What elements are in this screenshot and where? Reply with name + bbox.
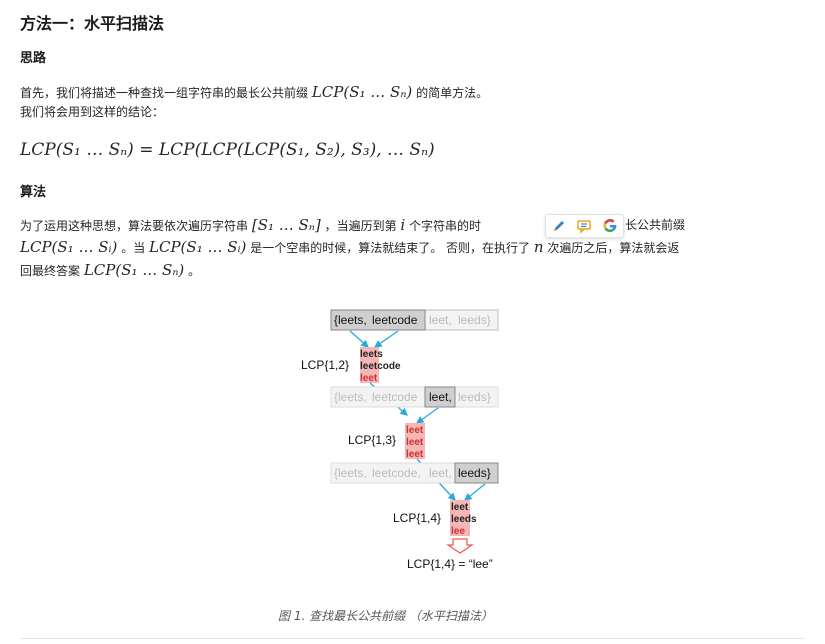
comment-icon[interactable]: [574, 217, 594, 235]
section-title: 方法一：水平扫描法: [20, 14, 165, 33]
figure-caption: 图 1. 查找最长公共前缀 （水平扫描法）: [278, 609, 493, 623]
row3-item-2: leetcode,: [372, 466, 421, 480]
row2-item-2: leetcode: [372, 390, 418, 404]
heading-algorithm: 算法: [20, 185, 47, 200]
down-arrow-icon: [446, 538, 474, 554]
lcp14-word-1: leet: [451, 502, 469, 513]
heading-idea: 思路: [20, 51, 47, 66]
lcp13-word-1: leet: [406, 425, 424, 436]
algo-line-2: LCP(S₁ … Sᵢ) 。当 LCP(S₁ … Sᵢ) 是一个空串的时候，算法…: [20, 238, 680, 256]
paragraph-intro: 首先，我们将描述一种查找一组字符串的最长公共前缀 LCP(S₁ … Sₙ) 的简…: [20, 83, 489, 101]
lcp12-word-3: leet: [360, 373, 378, 384]
row3-item-4: leeds}: [458, 466, 491, 480]
divider: [20, 638, 805, 639]
horizontal-scan-figure: {leets, leetcode leet, leeds} LCP{1,2} l…: [301, 309, 499, 571]
lcp12-word-2: leetcode: [360, 361, 401, 372]
algo-line-3: 回最终答案 LCP(S₁ … Sₙ) 。: [20, 261, 201, 279]
lcp12-label: LCP{1,2}: [301, 358, 349, 372]
lcp14-label: LCP{1,4}: [393, 511, 441, 525]
lcp13-label: LCP{1,3}: [348, 433, 396, 447]
algo-line-1: 为了运用这种思想，算法要依次遍历字符串 [S₁ … Sₙ] ，当遍历到第 i 个…: [20, 216, 482, 234]
row2-item-1: {leets,: [334, 390, 367, 404]
row1-item-3: leet,: [429, 313, 452, 327]
row1-item-4: leeds}: [458, 313, 491, 327]
lcp13-word-3: leet: [406, 449, 424, 460]
lcp14-word-2: leeds: [451, 514, 477, 525]
algo-line-1-tail: 长公共前缀: [625, 218, 686, 232]
google-translate-icon[interactable]: [600, 217, 620, 235]
row3-item-3: leet,: [429, 466, 452, 480]
row2-item-3: leet,: [429, 390, 452, 404]
row1-item-1: {leets,: [334, 313, 367, 327]
row1-item-2: leetcode: [372, 313, 418, 327]
row3-item-1: {leets,: [334, 466, 367, 480]
lcp12-word-1: leets: [360, 349, 383, 360]
result-label: LCP{1,4} = “lee”: [407, 557, 493, 571]
lcp13-word-2: leet: [406, 437, 424, 448]
lcp14-word-3: lee: [451, 526, 465, 537]
pencil-icon[interactable]: [549, 217, 569, 235]
selection-toolbar: [545, 214, 624, 238]
formula: LCP(S₁ … Sₙ) = LCP(LCP(LCP(S₁, S₂), S₃),…: [20, 140, 435, 160]
paragraph-conclusion: 我们将会用到这样的结论：: [20, 105, 165, 119]
row2-item-4: leeds}: [458, 390, 491, 404]
